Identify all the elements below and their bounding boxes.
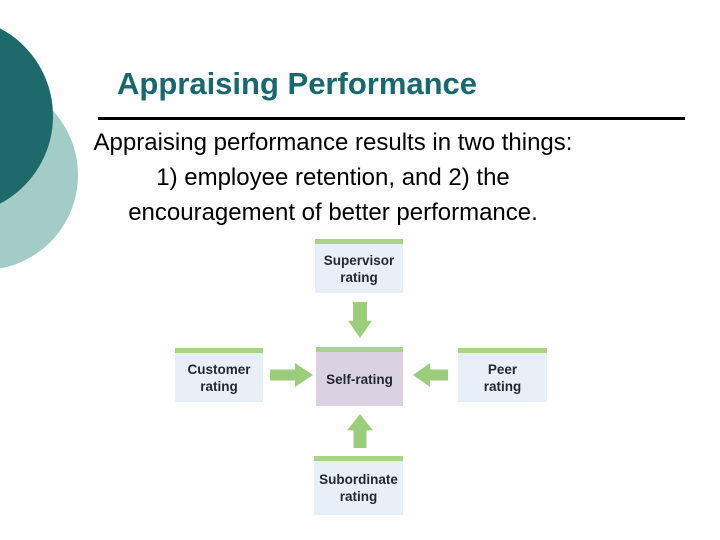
box-accent-bar xyxy=(458,348,547,353)
arrow-up-icon xyxy=(347,414,373,448)
diagram-box-peer: Peer rating xyxy=(458,348,547,402)
title-underline xyxy=(98,117,685,120)
box-accent-bar xyxy=(316,347,403,352)
box-label-supervisor: Supervisor rating xyxy=(323,252,395,285)
arrow-left-icon xyxy=(413,363,448,387)
slide-body-text: Appraising performance results in two th… xyxy=(93,129,573,226)
arrow-right-icon xyxy=(270,363,313,387)
slide-title: Appraising Performance xyxy=(117,66,478,101)
box-accent-bar xyxy=(315,239,403,244)
diagram-box-customer: Customer rating xyxy=(175,348,263,402)
box-label-customer: Customer rating xyxy=(187,361,251,394)
diagram-box-supervisor: Supervisor rating xyxy=(315,239,403,293)
arrow-down-icon xyxy=(348,302,372,338)
box-label-subordinate: Subordinate rating xyxy=(319,472,398,504)
box-accent-bar xyxy=(314,456,403,461)
diagram-box-self-rating: Self-rating xyxy=(316,347,403,406)
box-label-self-rating: Self-rating xyxy=(326,371,393,387)
box-accent-bar xyxy=(175,348,263,353)
box-label-peer: Peer rating xyxy=(483,361,522,394)
diagram-box-subordinate: Subordinate rating xyxy=(314,456,403,515)
